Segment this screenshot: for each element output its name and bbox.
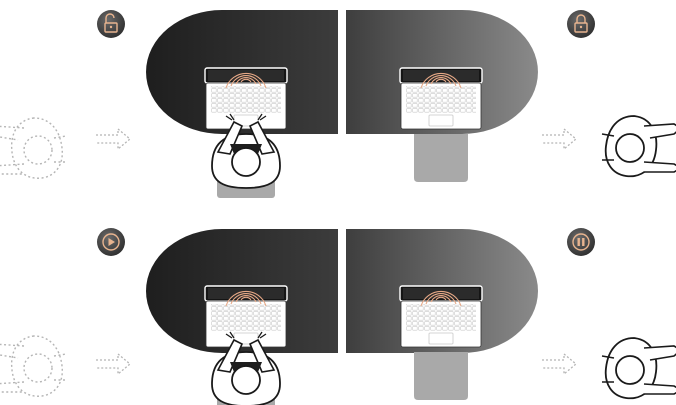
walking-away-person <box>602 116 676 176</box>
walking-away-person <box>602 338 676 398</box>
arrow-right <box>542 354 576 374</box>
unlock-icon <box>97 10 125 38</box>
lock-icon <box>567 10 595 38</box>
play-icon <box>97 228 125 256</box>
arrow-left <box>96 129 130 149</box>
scene-unlock <box>0 10 676 198</box>
arrow-right <box>542 129 576 149</box>
arrow-left <box>96 354 130 374</box>
approaching-person <box>0 118 66 178</box>
empty-chair <box>414 352 468 400</box>
empty-chair <box>414 134 468 182</box>
approaching-person <box>0 336 66 396</box>
scene-media <box>0 228 676 405</box>
pause-icon <box>567 228 595 256</box>
